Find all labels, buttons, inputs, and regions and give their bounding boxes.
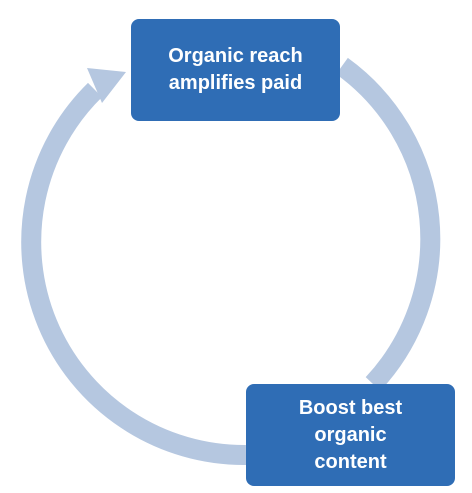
node-boost-best-organic-content: Boost best organic content [246, 384, 455, 486]
connector-arc-left [21, 82, 247, 466]
connector-arc-right [336, 57, 441, 391]
arrowhead-icon [87, 68, 126, 103]
node-organic-reach-amplifies-paid: Organic reach amplifies paid [131, 19, 340, 121]
